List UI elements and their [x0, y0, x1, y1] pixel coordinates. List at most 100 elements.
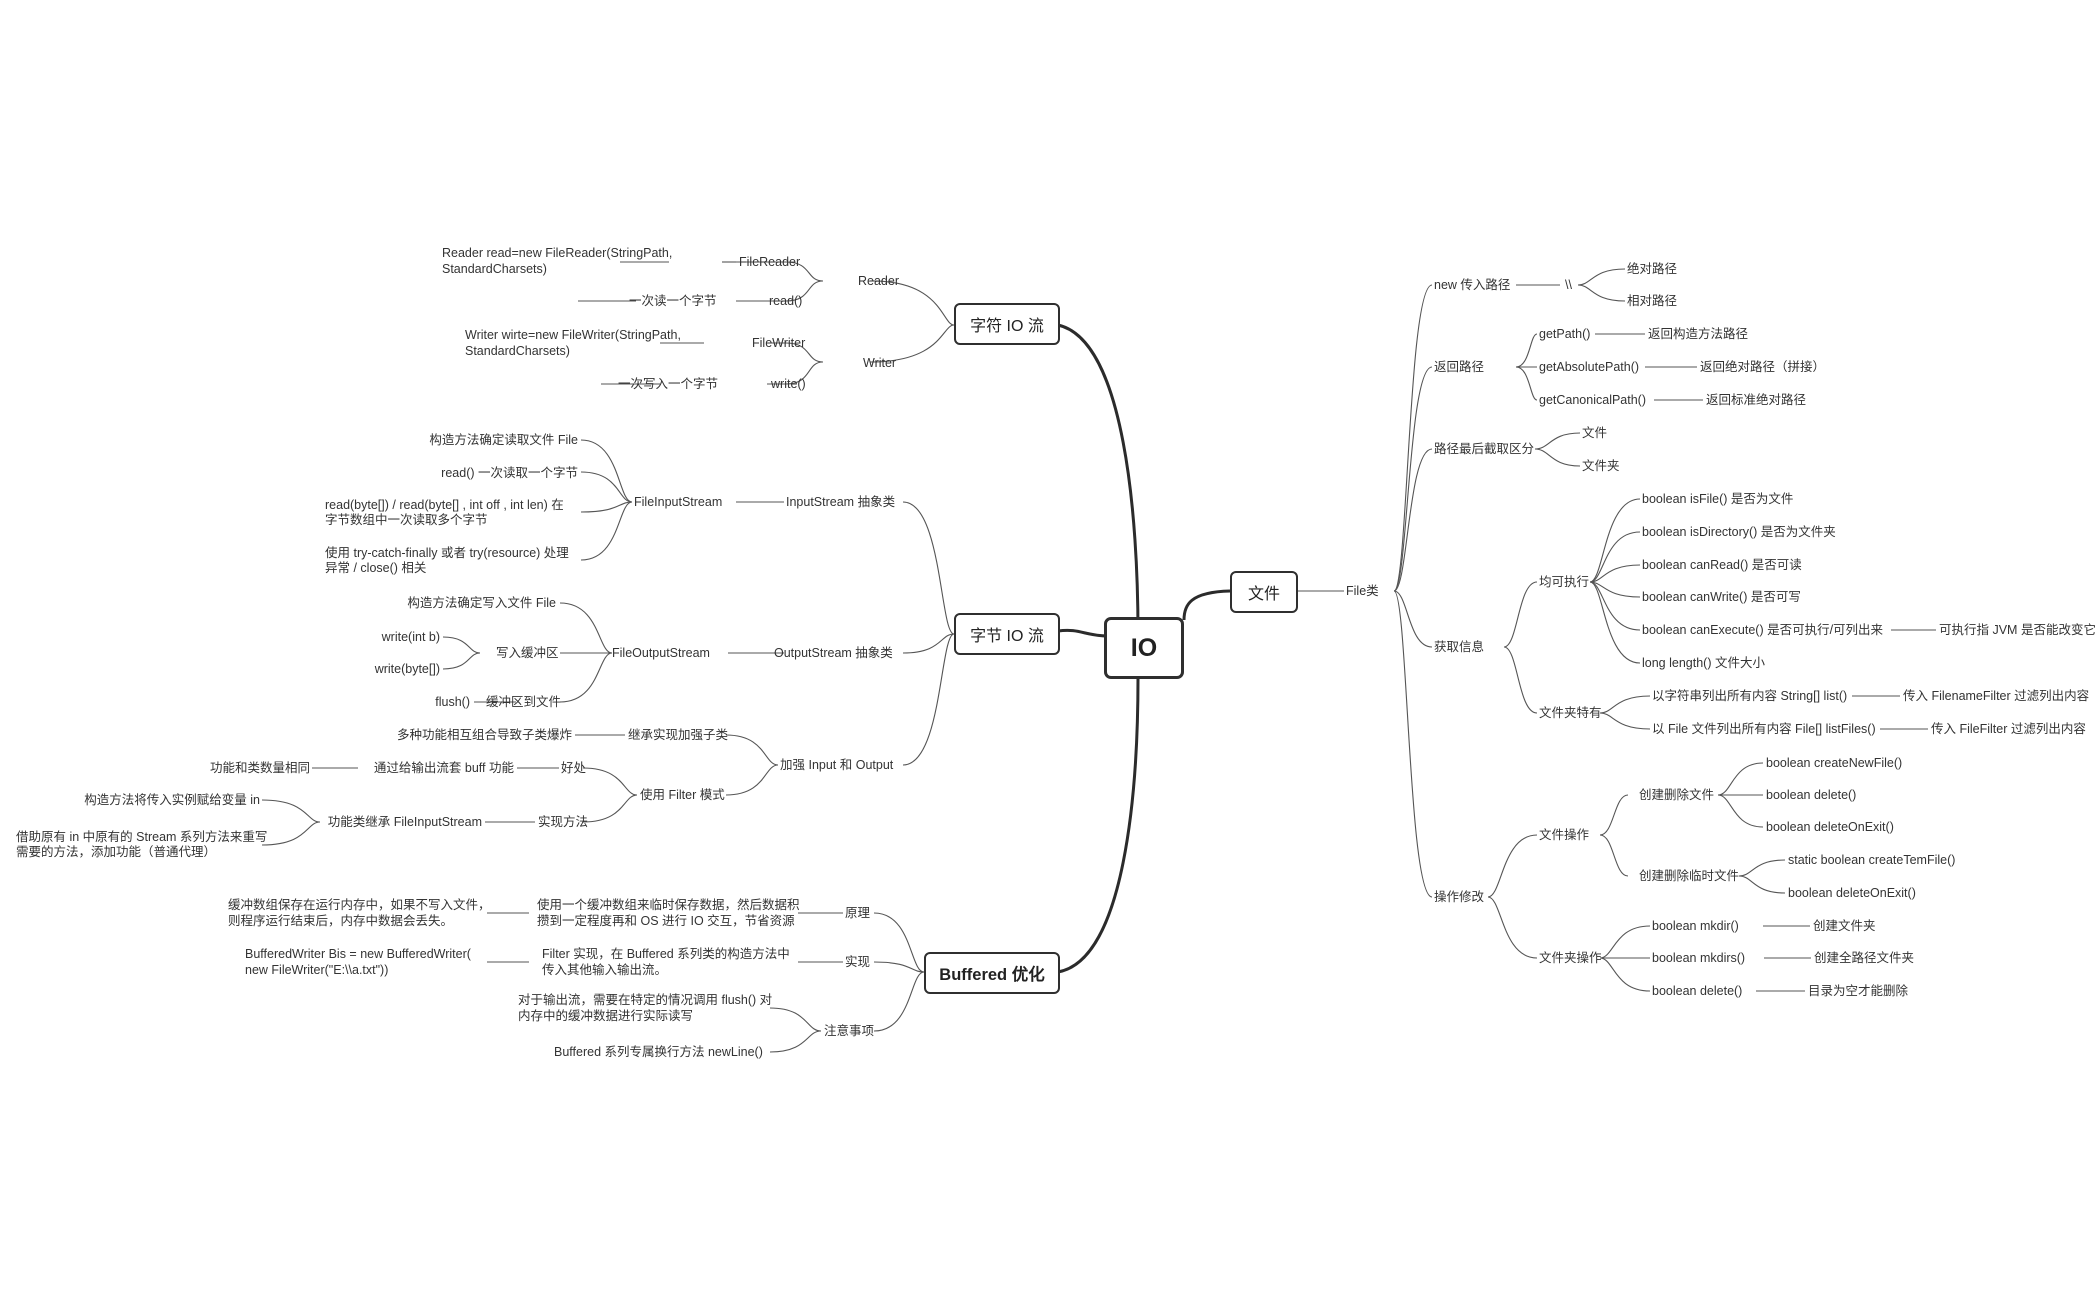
node-buffer-to-file[interactable]: 缓冲区到文件 [486, 695, 562, 709]
node-write-buffer[interactable]: 写入缓冲区 [496, 646, 559, 660]
text-flush: flush() [435, 695, 470, 709]
node-filter-pattern[interactable]: 使用 Filter 模式 [640, 788, 725, 802]
connector-lines [261, 261, 1936, 1053]
node-write[interactable]: write() [771, 377, 806, 391]
text-filereader-code-2: StandardCharsets) [442, 262, 547, 276]
node-file-operation[interactable]: 文件操作 [1539, 828, 1590, 842]
node-get-info[interactable]: 获取信息 [1434, 640, 1485, 654]
text-temp-deleteonexit: boolean deleteOnExit() [1788, 886, 1916, 900]
text-mkdir-desc: 创建文件夹 [1813, 919, 1876, 933]
node-folder-operation[interactable]: 文件夹操作 [1539, 951, 1602, 965]
text-impl-item-2b: 需要的方法，添加功能（普通代理） [16, 845, 217, 859]
text-notes-item-2: Buffered 系列专属换行方法 newLine() [554, 1045, 763, 1059]
text-delete-folder-desc: 目录为空才能删除 [1808, 984, 1909, 998]
text-buffered-impl-desc-2: new FileWriter("E:\\a.txt")) [245, 963, 389, 977]
text-impl-sub: 功能类继承 FileInputStream [327, 815, 482, 829]
node-byte-io-stream[interactable]: 字节 IO 流 [954, 613, 1060, 655]
text-fos-construct: 构造方法确定写入文件 File [407, 596, 556, 610]
node-benefit[interactable]: 好处 [561, 761, 587, 775]
text-distinguish-folder: 文件夹 [1582, 459, 1620, 473]
node-principle[interactable]: 原理 [845, 906, 871, 920]
text-length: long length() 文件大小 [1642, 656, 1765, 670]
node-temp-file[interactable]: 创建删除临时文件 [1639, 869, 1740, 883]
node-impl-method[interactable]: 实现方法 [538, 815, 589, 829]
node-file[interactable]: 文件 [1230, 571, 1298, 613]
text-principle-desc-2: 则程序运行结束后，内存中数据会丢失。 [228, 914, 454, 928]
text-getcanonicalpath-desc: 返回标准绝对路径 [1706, 393, 1807, 407]
node-char-io-stream[interactable]: 字符 IO 流 [954, 303, 1060, 345]
text-write-bytes: write(byte[]) [374, 662, 440, 676]
node-reader[interactable]: Reader [858, 274, 899, 288]
text-buffered-impl-mid-1: Filter 实现，在 Buffered 系列类的构造方法中 [542, 947, 790, 961]
node-filereader[interactable]: FileReader [739, 255, 801, 269]
text-canexecute-note: 可执行指 JVM 是否能改变它 [1939, 623, 2096, 637]
text-listfiles: 以 File 文件列出所有内容 File[] listFiles() [1652, 722, 1876, 736]
text-principle-desc-1: 缓冲数组保存在运行内存中，如果不写入文件， [228, 898, 491, 912]
node-create-delete-file[interactable]: 创建删除文件 [1639, 788, 1715, 802]
text-filewriter-code-2: StandardCharsets) [465, 344, 570, 358]
node-buffered-optimization[interactable]: Buffered 优化 [924, 952, 1060, 994]
text-isdirectory: boolean isDirectory() 是否为文件夹 [1642, 525, 1836, 539]
text-benefit-sub: 通过给输出流套 buff 功能 [373, 761, 514, 775]
text-fis-item-4a: 使用 try-catch-finally 或者 try(resource) 处理 [325, 546, 569, 560]
node-fileoutputstream[interactable]: FileOutputStream [612, 646, 710, 660]
node-path-distinguish[interactable]: 路径最后截取区分 [1434, 442, 1535, 456]
text-fis-item-1: 构造方法确定读取文件 File [429, 433, 578, 447]
node-return-path[interactable]: 返回路径 [1434, 360, 1485, 374]
text-buffered-impl-desc-1: BufferedWriter Bis = new BufferedWriter( [245, 947, 471, 961]
text-createtemfile: static boolean createTemFile() [1788, 853, 1956, 867]
text-canexecute: boolean canExecute() 是否可执行/可列出来 [1642, 623, 1884, 637]
text-canread: boolean canRead() 是否可读 [1642, 558, 1802, 572]
text-path-separator: \\ [1565, 278, 1572, 292]
text-filereader-code-1: Reader read=new FileReader(StringPath, [442, 246, 673, 260]
text-fis-item-3a: read(byte[]) / read(byte[] , int off , i… [325, 498, 564, 512]
text-subclass-desc: 多种功能相互组合导致子类爆炸 [396, 728, 572, 742]
text-filewriter-code-1: Writer wirte=new FileWriter(StringPath, [465, 328, 681, 342]
node-filewriter[interactable]: FileWriter [752, 336, 806, 350]
node-read[interactable]: read() [769, 294, 803, 308]
text-distinguish-file: 文件 [1582, 426, 1608, 440]
text-absolute-path: 绝对路径 [1627, 262, 1678, 276]
node-new-path[interactable]: new 传入路径 [1434, 278, 1511, 292]
text-principle-mid-2: 攒到一定程度再和 OS 进行 IO 交互，节省资源 [537, 914, 795, 928]
node-inputstream[interactable]: InputStream 抽象类 [786, 495, 896, 509]
text-createnewfile: boolean createNewFile() [1766, 756, 1903, 770]
node-file-class[interactable]: File类 [1346, 584, 1379, 598]
node-subclass[interactable]: 继承实现加强子类 [628, 728, 729, 742]
text-mkdirs-desc: 创建全路径文件夹 [1814, 951, 1915, 965]
text-delete-file: boolean delete() [1766, 788, 1857, 802]
text-mkdir: boolean mkdir() [1652, 919, 1739, 933]
node-both-executable[interactable]: 均可执行 [1539, 575, 1590, 589]
node-enhance-io[interactable]: 加强 Input 和 Output [780, 758, 894, 772]
node-outputstream[interactable]: OutputStream 抽象类 [774, 646, 893, 660]
node-notes[interactable]: 注意事项 [824, 1024, 875, 1038]
text-list: 以字符串列出所有内容 String[] list() [1652, 689, 1848, 703]
text-list-desc: 传入 FilenameFilter 过滤列出内容 [1903, 689, 2090, 703]
text-write-int: write(int b) [381, 630, 440, 644]
text-notes-item-1b: 内存中的缓冲数据进行实际读写 [518, 1009, 694, 1023]
text-notes-item-1a: 对于输出流，需要在特定的情况调用 flush() 对 [518, 993, 773, 1007]
text-getabsolutepath-desc: 返回绝对路径（拼接） [1700, 360, 1826, 374]
text-canwrite: boolean canWrite() 是否可写 [1642, 590, 1801, 604]
text-relative-path: 相对路径 [1627, 294, 1678, 308]
text-fis-item-3b: 字节数组中一次读取多个字节 [325, 513, 488, 527]
text-fis-item-4b: 异常 / close() 相关 [325, 561, 427, 575]
text-fis-item-2: read() 一次读取一个字节 [441, 466, 578, 480]
text-impl-item-2a: 借助原有 in 中原有的 Stream 系列方法来重写 [16, 830, 268, 844]
text-mkdirs: boolean mkdirs() [1652, 951, 1746, 965]
text-principle-mid-1: 使用一个缓冲数组来临时保存数据，然后数据积 [537, 898, 800, 912]
text-impl-item-1: 构造方法将传入实例赋给变量 in [84, 793, 260, 807]
node-buffered-impl[interactable]: 实现 [845, 955, 871, 969]
node-folder-only[interactable]: 文件夹特有 [1539, 706, 1602, 720]
text-benefit-desc: 功能和类数量相同 [209, 761, 310, 775]
node-fileinputstream[interactable]: FileInputStream [634, 495, 723, 509]
text-getabsolutepath: getAbsolutePath() [1539, 360, 1640, 374]
node-operate-modify[interactable]: 操作修改 [1434, 890, 1485, 904]
root-node-io[interactable]: IO [1104, 617, 1184, 679]
text-buffered-impl-mid-2: 传入其他输入输出流。 [542, 963, 668, 977]
text-delete-folder: boolean delete() [1652, 984, 1743, 998]
node-writer[interactable]: Writer [863, 356, 897, 370]
text-getcanonicalpath: getCanonicalPath() [1539, 393, 1647, 407]
text-getpath-desc: 返回构造方法路径 [1648, 327, 1749, 341]
